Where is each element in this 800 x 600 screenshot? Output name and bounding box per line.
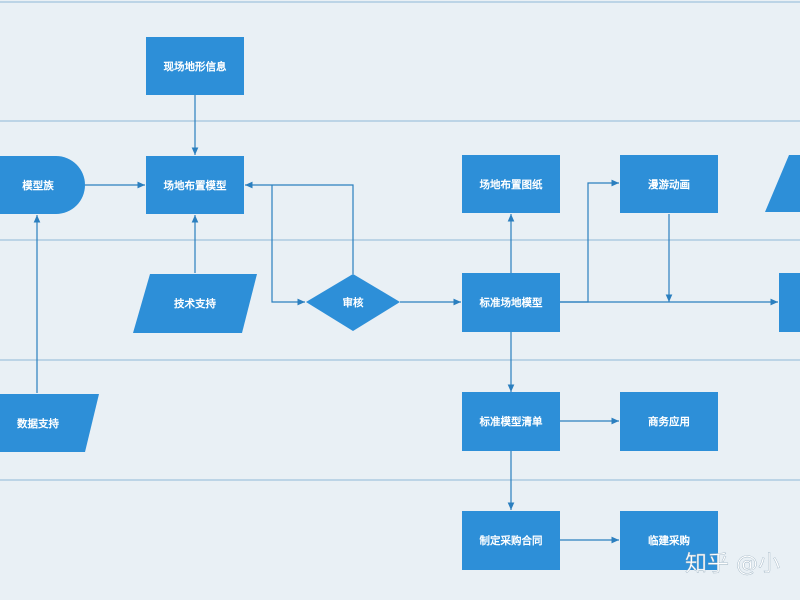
node-label: 模型族	[22, 179, 54, 192]
node-offscreen-process[interactable]	[779, 273, 800, 332]
watermark: 知乎 @小	[685, 552, 780, 577]
node-standard-site-model[interactable]: 标准场地模型	[462, 273, 560, 332]
node-purchase-contract[interactable]: 制定采购合同	[462, 511, 560, 570]
node-label: 商务应用	[648, 415, 690, 428]
node-temporary-purchase[interactable]: 临建采购	[620, 511, 718, 570]
node-label: 临建采购	[648, 534, 690, 547]
node-data-support[interactable]: 数据支持	[0, 394, 99, 452]
node-label: 审核	[343, 296, 364, 309]
node-roaming-animation[interactable]: 漫游动画	[620, 155, 718, 213]
process-box	[620, 392, 718, 451]
node-site-layout-drawing[interactable]: 场地布置图纸	[462, 155, 560, 213]
edge-layout-to-review	[271, 185, 305, 306]
process-box	[462, 392, 560, 451]
node-label: 制定采购合同	[480, 534, 543, 547]
terminator-shape	[0, 156, 85, 214]
edge-standard-to-animation	[560, 179, 619, 303]
node-label: 漫游动画	[648, 178, 690, 191]
swimlane-dividers	[0, 1, 800, 481]
process-box	[146, 37, 244, 95]
node-standard-model-list[interactable]: 标准模型清单	[462, 392, 560, 451]
data-parallelogram	[133, 274, 257, 333]
process-box	[146, 156, 244, 214]
node-label: 场地布置模型	[164, 179, 227, 192]
node-site-layout-model[interactable]: 场地布置模型	[146, 156, 244, 214]
process-box	[462, 155, 560, 213]
node-label: 技术支持	[174, 297, 216, 310]
decision-diamond	[306, 274, 400, 331]
process-box	[620, 155, 718, 213]
node-business-application[interactable]: 商务应用	[620, 392, 718, 451]
process-box	[620, 511, 718, 570]
connectors	[33, 95, 778, 544]
process-box	[462, 273, 560, 332]
node-tech-support[interactable]: 技术支持	[133, 274, 257, 333]
node-label: 现场地形信息	[164, 60, 227, 73]
node-terrain-info[interactable]: 现场地形信息	[146, 37, 244, 95]
process-box	[462, 511, 560, 570]
node-review[interactable]: 审核	[306, 274, 400, 331]
node-label: 标准模型清单	[479, 415, 543, 428]
edge-review-back-to-layout	[245, 181, 354, 274]
data-parallelogram	[0, 394, 99, 452]
node-label: 场地布置图纸	[480, 178, 543, 191]
node-label: 数据支持	[16, 417, 59, 430]
node-model-family[interactable]: 模型族	[0, 156, 85, 214]
node-label: 标准场地模型	[479, 296, 543, 309]
node-offscreen-parallelogram[interactable]	[765, 155, 800, 212]
